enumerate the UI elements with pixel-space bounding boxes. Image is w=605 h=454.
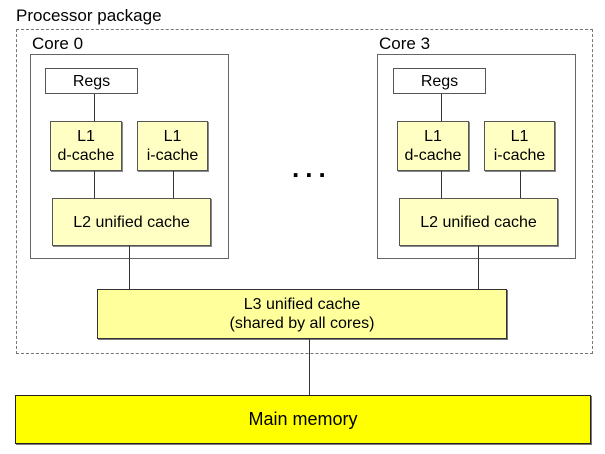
connector-l2-l3-3: [478, 246, 479, 289]
core-3-l1d-line1: L1: [424, 128, 442, 145]
core-0-l1i-line1: L1: [163, 128, 182, 145]
main-memory: Main memory: [15, 395, 591, 444]
core-3-l1-icache: L1 i-cache: [484, 121, 555, 171]
core-0-l2-cache: L2 unified cache: [52, 198, 211, 246]
connector-l2-l3-0: [129, 246, 130, 289]
core-0-l1-dcache: L1 d-cache: [50, 121, 122, 171]
connector-l3-memory: [309, 339, 310, 395]
core-3-regs-label: Regs: [420, 72, 459, 90]
l3-line1: L3 unified cache: [243, 296, 361, 313]
core-3-l1-dcache: L1 d-cache: [397, 121, 469, 171]
core-0-l2-label: L2 unified cache: [73, 213, 190, 231]
connector-l1i-l2-3: [520, 171, 521, 198]
main-memory-label: Main memory: [248, 409, 358, 429]
core-3-label: Core 3: [379, 34, 431, 53]
ellipsis: ...: [292, 153, 332, 183]
core-0-l1-icache: L1 i-cache: [137, 121, 208, 171]
core-3-l2-label: L2 unified cache: [420, 213, 537, 231]
core-3-l1i-line1: L1: [510, 128, 529, 145]
core-0-regs-label: Regs: [72, 72, 111, 90]
connector-regs-l1d-0: [94, 94, 95, 121]
core-0-label: Core 0: [32, 34, 84, 53]
core-3-l1d-line2: d-cache: [404, 147, 462, 164]
l3-cache: L3 unified cache (shared by all cores): [97, 289, 507, 339]
core-3-regs: Regs: [393, 68, 486, 94]
core-0-l1d-line1: L1: [77, 128, 95, 145]
connector-l1d-l2-3: [441, 171, 442, 198]
core-3-l2-cache: L2 unified cache: [399, 198, 558, 246]
core-0-l1d-line2: d-cache: [57, 147, 115, 164]
connector-l1i-l2-0: [173, 171, 174, 198]
l3-line2: (shared by all cores): [229, 315, 375, 332]
core-0-l1i-line2: i-cache: [146, 147, 199, 164]
connector-regs-l1d-3: [441, 94, 442, 121]
core-3-l1i-line2: i-cache: [493, 147, 546, 164]
core-0-regs: Regs: [45, 68, 138, 94]
processor-package: [16, 29, 593, 354]
connector-l1d-l2-0: [94, 171, 95, 198]
processor-package-label: Processor package: [16, 6, 162, 25]
